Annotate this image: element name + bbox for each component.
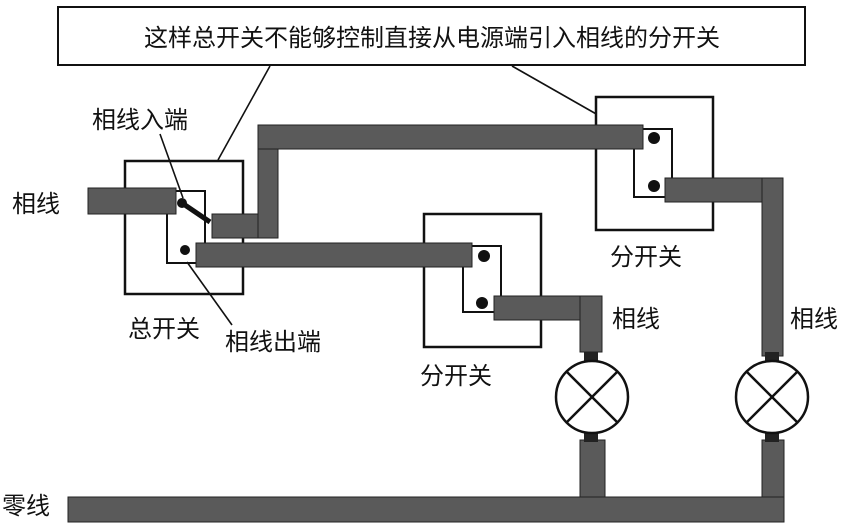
branch-switch-middle <box>422 212 543 349</box>
pointer-line-main <box>217 65 271 161</box>
lamp2-socket-bottom <box>765 432 779 442</box>
label-neutral: 零线 <box>2 492 50 520</box>
branch-switch-top <box>594 95 715 232</box>
switch-icon <box>648 132 660 192</box>
wire-neutral <box>67 496 785 523</box>
wire-top-run <box>257 124 644 150</box>
diagram-title: 这样总开关不能够控制直接从电源端引入相线的分开关 <box>144 24 720 52</box>
wire-lamp1-down <box>579 439 606 498</box>
label-phase-lamp1: 相线 <box>612 305 660 333</box>
wire-middle-run <box>195 242 473 268</box>
switch-icon <box>476 250 490 309</box>
wire-lamp1-vertical <box>579 295 603 353</box>
label-main-switch: 总开关 <box>128 315 200 343</box>
leader-phase-in <box>159 133 184 199</box>
lamp-icon <box>734 359 810 435</box>
lamp2-socket-top <box>765 352 779 362</box>
label-branch-switch-top: 分开关 <box>610 243 682 271</box>
label-phase-in: 相线入端 <box>92 106 188 134</box>
label-phase-left: 相线 <box>12 190 60 218</box>
wire-phase-incoming <box>87 187 177 215</box>
lamp1-socket-top <box>584 352 598 362</box>
label-phase-lamp2: 相线 <box>790 305 838 333</box>
wires <box>67 124 785 523</box>
title-box <box>57 6 806 66</box>
switch-icon <box>177 198 212 255</box>
wire-lamp2-vertical <box>761 177 784 357</box>
lamp-icon <box>554 359 630 435</box>
leader-phase-out <box>186 261 233 326</box>
label-phase-out: 相线出端 <box>225 328 321 356</box>
lamp1-socket-bottom <box>584 432 598 442</box>
pointer-line-branch <box>511 65 599 116</box>
label-branch-switch-mid: 分开关 <box>420 362 492 390</box>
